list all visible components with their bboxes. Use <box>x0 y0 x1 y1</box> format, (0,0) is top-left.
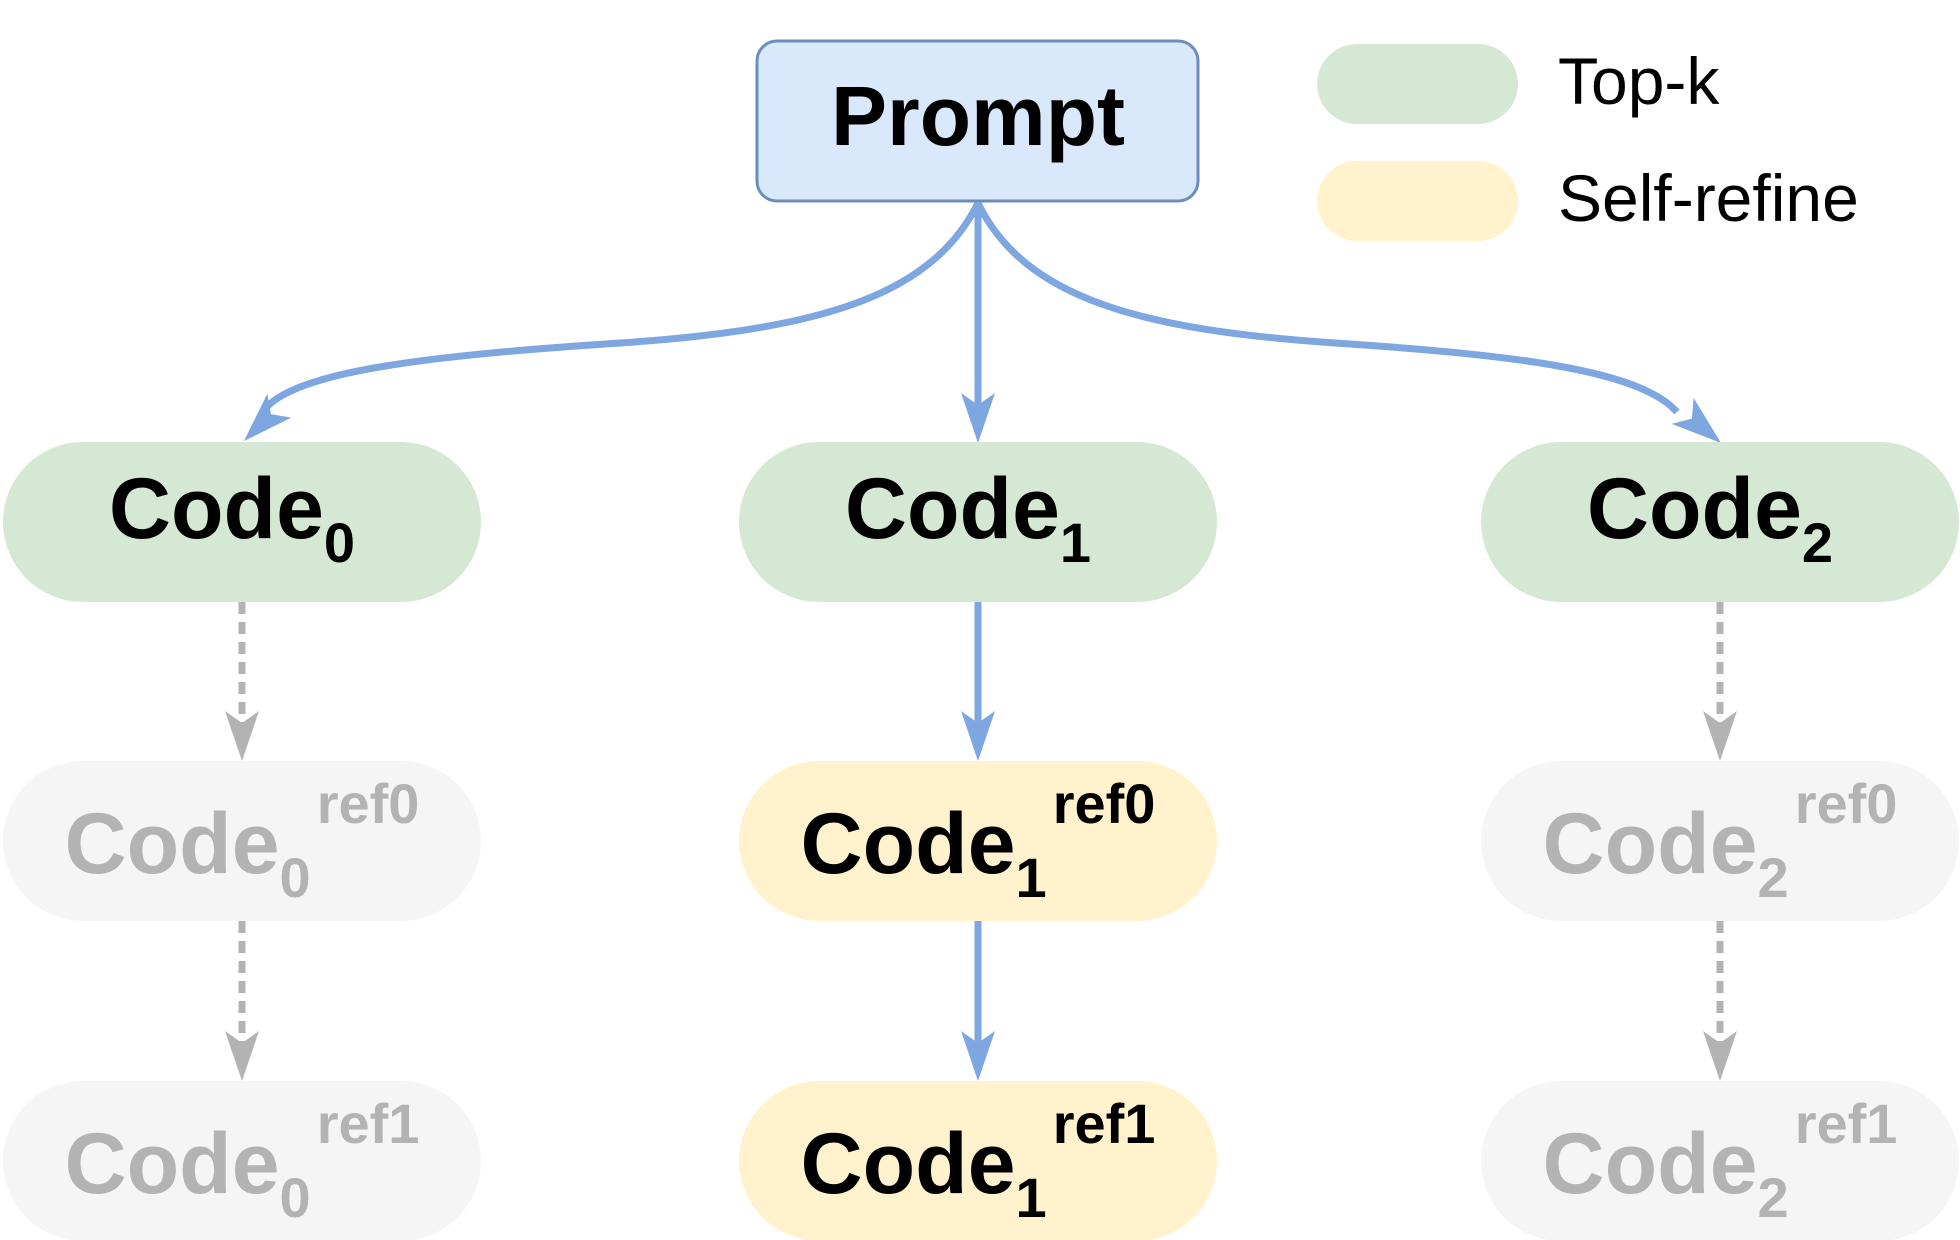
arrowhead-refine-2-0 <box>1703 711 1737 761</box>
edges <box>225 201 1737 1081</box>
code-pill <box>739 442 1217 602</box>
label-subscript: 2 <box>1758 846 1789 909</box>
refine-pill <box>3 1081 481 1240</box>
node-label: Code1ref1 <box>801 1092 1156 1229</box>
node-label: Code0ref1 <box>65 1092 420 1229</box>
label-subscript: 2 <box>1802 511 1833 574</box>
label-subscript: 0 <box>280 1166 311 1229</box>
legend-item-1: Self-refine <box>1317 161 1859 241</box>
node-label: Code2ref0 <box>1543 772 1898 909</box>
label-superscript: ref0 <box>317 772 420 835</box>
code-node-1: Code1 <box>739 442 1217 602</box>
refine-pill <box>3 761 481 921</box>
code-pill <box>1481 442 1959 602</box>
prompt-box <box>755 39 1200 203</box>
node-label: Code0 <box>109 461 355 574</box>
node-label: Code1 <box>845 461 1091 574</box>
label-base: Code <box>1587 461 1802 557</box>
refine-node-1-1: Code1ref1 <box>739 1081 1217 1240</box>
label-subscript: 2 <box>1758 1166 1789 1229</box>
prompt-label: Prompt <box>831 69 1125 163</box>
refine-node-2-1: Code2ref1 <box>1481 1081 1959 1240</box>
label-subscript: 1 <box>1016 846 1047 909</box>
label-subscript: 0 <box>324 511 355 574</box>
refine-node-1-0: Code1ref0 <box>739 761 1217 921</box>
edge-prompt-code0 <box>260 201 982 415</box>
arrowhead-refine-0-1 <box>225 1031 259 1081</box>
node-label: Code2ref1 <box>1543 1092 1898 1229</box>
legend-item-0: Top-k <box>1317 44 1720 124</box>
node-label: Code1ref0 <box>801 772 1156 909</box>
arrowhead-code0 <box>244 393 292 441</box>
label-base: Code <box>801 1116 1016 1212</box>
arrowhead-refine-0-0 <box>225 711 259 761</box>
label-subscript: 0 <box>280 846 311 909</box>
label-base: Code <box>801 796 1016 892</box>
node-label: Code2 <box>1587 461 1833 574</box>
edge-prompt-code2 <box>974 201 1680 415</box>
refine-pill <box>739 761 1217 921</box>
legend-label: Self-refine <box>1558 161 1859 235</box>
arrowhead-code2 <box>1671 397 1721 443</box>
label-base: Code <box>109 461 324 557</box>
nodes: PromptCode0Code0ref0Code0ref1Code1Code1r… <box>3 39 1959 1240</box>
prompt-node: Prompt <box>755 39 1200 203</box>
refine-pill <box>1481 761 1959 921</box>
label-base: Code <box>845 461 1060 557</box>
label-superscript: ref0 <box>1795 772 1898 835</box>
code-pill <box>3 442 481 602</box>
label-superscript: ref1 <box>1795 1092 1898 1155</box>
label-base: Code <box>65 1116 280 1212</box>
arrowhead-refine-1-0 <box>961 711 995 761</box>
refine-node-0-1: Code0ref1 <box>3 1081 481 1240</box>
label-base: Code <box>1543 796 1758 892</box>
label-base: Code <box>1543 1116 1758 1212</box>
arrowhead-refine-1-1 <box>961 1031 995 1081</box>
refine-node-2-0: Code2ref0 <box>1481 761 1959 921</box>
refine-node-0-0: Code0ref0 <box>3 761 481 921</box>
refine-pill <box>739 1081 1217 1240</box>
label-subscript: 1 <box>1060 511 1091 574</box>
label-superscript: ref0 <box>1053 772 1156 835</box>
label-superscript: ref1 <box>317 1092 420 1155</box>
legend-swatch <box>1317 44 1518 124</box>
code-node-0: Code0 <box>3 442 481 602</box>
label-subscript: 1 <box>1016 1166 1047 1229</box>
legend-swatch <box>1317 161 1518 241</box>
label-base: Code <box>65 796 280 892</box>
label-superscript: ref1 <box>1053 1092 1156 1155</box>
refine-pill <box>1481 1081 1959 1240</box>
arrowhead-code1 <box>961 393 995 443</box>
legend-label: Top-k <box>1558 44 1720 118</box>
arrowhead-refine-2-1 <box>1703 1031 1737 1081</box>
node-label: Code0ref0 <box>65 772 420 909</box>
code-node-2: Code2 <box>1481 442 1959 602</box>
